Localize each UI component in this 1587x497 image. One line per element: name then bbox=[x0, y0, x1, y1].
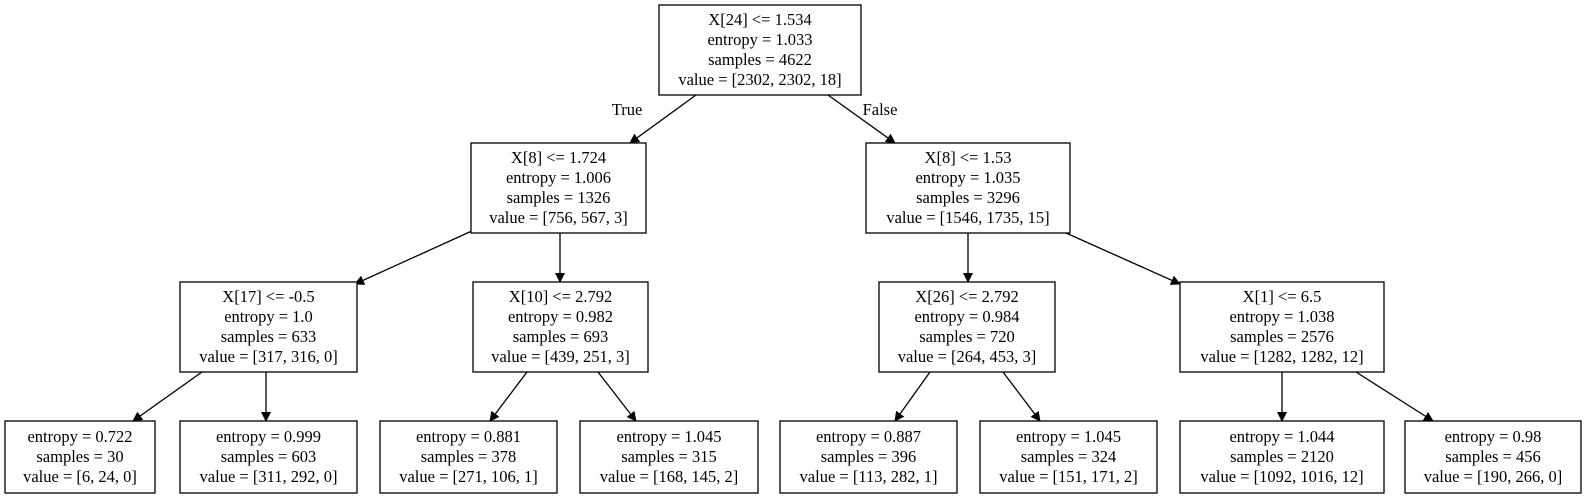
edge-arrow-n6-n14 bbox=[1355, 371, 1434, 422]
node-text-line: X[10] <= 2.792 bbox=[509, 287, 612, 306]
node-box bbox=[4, 420, 156, 494]
node-text-line: X[8] <= 1.724 bbox=[511, 148, 606, 167]
node-text-line: value = [317, 316, 0] bbox=[199, 347, 338, 366]
node-box bbox=[979, 420, 1158, 494]
node-text-line: value = [6, 24, 0] bbox=[23, 467, 137, 486]
node-box bbox=[1179, 420, 1385, 494]
node-box bbox=[379, 420, 558, 494]
node-box bbox=[878, 281, 1056, 373]
node-text-line: samples = 378 bbox=[421, 447, 516, 466]
node-box bbox=[179, 420, 358, 494]
node-text-line: entropy = 1.035 bbox=[915, 168, 1020, 187]
node-text-line: samples = 315 bbox=[621, 447, 716, 466]
node-text-line: entropy = 1.0 bbox=[224, 307, 313, 326]
edge-label-false: False bbox=[863, 100, 898, 119]
node-box bbox=[779, 420, 958, 494]
node-text-line: entropy = 1.038 bbox=[1229, 307, 1334, 326]
node-box bbox=[472, 281, 649, 373]
node-box bbox=[658, 4, 862, 96]
node-text-line: X[1] <= 6.5 bbox=[1243, 287, 1322, 306]
edges-layer bbox=[132, 94, 1434, 422]
node-text-line: value = [439, 251, 3] bbox=[491, 347, 630, 366]
node-text-line: entropy = 1.033 bbox=[707, 30, 812, 49]
node-text-line: value = [113, 282, 1] bbox=[800, 467, 938, 486]
edge-arrow-n1-n3 bbox=[354, 229, 475, 285]
node-text-line: value = [190, 266, 0] bbox=[1424, 467, 1563, 486]
edge-arrow-n5-n12 bbox=[1002, 371, 1041, 422]
node-box bbox=[179, 281, 358, 373]
node-text-line: samples = 396 bbox=[821, 447, 916, 466]
node-text-line: samples = 324 bbox=[1021, 447, 1116, 466]
edge-arrow-n5-n11 bbox=[894, 371, 931, 422]
node-text-line: value = [264, 453, 3] bbox=[898, 347, 1037, 366]
edge-arrow-n4-n10 bbox=[597, 371, 637, 422]
node-text-line: value = [1282, 1282, 12] bbox=[1200, 347, 1363, 366]
node-text-line: entropy = 0.722 bbox=[27, 427, 132, 446]
node-text-line: entropy = 0.984 bbox=[914, 307, 1019, 326]
node-text-line: value = [1092, 1016, 12] bbox=[1200, 467, 1363, 486]
edge-arrow-n3-n7 bbox=[132, 371, 203, 422]
node-box bbox=[1404, 420, 1582, 494]
node-text-line: samples = 693 bbox=[513, 327, 608, 346]
node-text-line: value = [1546, 1735, 15] bbox=[886, 208, 1049, 227]
node-text-line: entropy = 0.887 bbox=[816, 427, 921, 446]
node-text-line: entropy = 0.982 bbox=[508, 307, 613, 326]
node-text-line: samples = 456 bbox=[1445, 447, 1540, 466]
node-box bbox=[579, 420, 759, 494]
node-text-line: entropy = 1.044 bbox=[1229, 427, 1334, 446]
node-box bbox=[1179, 281, 1385, 373]
node-text-line: X[24] <= 1.534 bbox=[708, 10, 811, 29]
node-text-line: samples = 1326 bbox=[507, 188, 611, 207]
node-text-line: value = [151, 171, 2] bbox=[999, 467, 1138, 486]
node-text-line: entropy = 0.999 bbox=[216, 427, 321, 446]
node-text-line: value = [311, 292, 0] bbox=[200, 467, 338, 486]
node-text-line: samples = 2120 bbox=[1230, 447, 1334, 466]
node-text-line: samples = 720 bbox=[919, 327, 1014, 346]
node-text-line: samples = 30 bbox=[36, 447, 123, 466]
node-text-line: samples = 4622 bbox=[708, 50, 812, 69]
node-text-line: samples = 603 bbox=[221, 447, 316, 466]
edge-arrow-n2-n6 bbox=[1065, 232, 1181, 285]
node-text-line: X[26] <= 2.792 bbox=[915, 287, 1018, 306]
edge-label-true: True bbox=[612, 100, 643, 119]
node-text-line: entropy = 1.045 bbox=[1016, 427, 1121, 446]
node-text-line: entropy = 1.045 bbox=[616, 427, 721, 446]
edge-arrow-n0-n2 bbox=[827, 94, 896, 144]
node-text-line: X[17] <= -0.5 bbox=[222, 287, 314, 306]
node-text-line: samples = 3296 bbox=[916, 188, 1020, 207]
edge-arrow-n0-n1 bbox=[629, 94, 697, 144]
node-text-line: value = [168, 145, 2] bbox=[600, 467, 739, 486]
node-text-line: value = [756, 567, 3] bbox=[489, 208, 628, 227]
node-text-line: entropy = 1.006 bbox=[506, 168, 611, 187]
node-text-line: entropy = 0.881 bbox=[416, 427, 521, 446]
node-text-line: value = [271, 106, 1] bbox=[399, 467, 538, 486]
edge-arrow-n4-n9 bbox=[489, 371, 528, 422]
node-text-line: samples = 2576 bbox=[1230, 327, 1334, 346]
node-box bbox=[865, 142, 1071, 234]
node-text-line: value = [2302, 2302, 18] bbox=[678, 70, 841, 89]
node-text-line: X[8] <= 1.53 bbox=[925, 148, 1012, 167]
node-text-line: samples = 633 bbox=[221, 327, 316, 346]
node-box bbox=[470, 142, 647, 234]
node-text-line: entropy = 0.98 bbox=[1445, 427, 1542, 446]
